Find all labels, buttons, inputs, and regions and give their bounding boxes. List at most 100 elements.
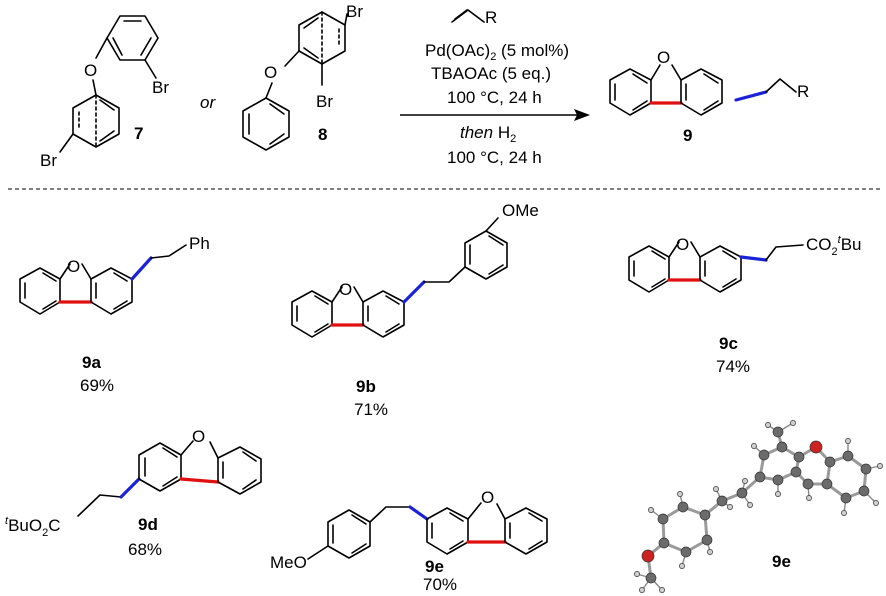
or-connector-text: or [200,93,216,112]
hydrogen-atom [845,438,851,444]
additive-text: TBAOAc (5 eq.) [431,64,551,83]
carbon-atom [860,463,872,475]
hydrogen-atom [765,422,771,428]
carbon-atom [772,426,784,438]
yield-9d: 68% [128,540,162,559]
product-9c-structure: O CO2tBu 9c 74% [628,234,861,376]
reaction-conditions: R Pd(OAc)2 (5 mol%) TBAOAc (5 eq.) 100 °… [400,8,590,167]
hydrogen-atom [648,507,654,513]
carbon-atom [658,537,670,549]
arrow-head [574,109,590,121]
yield-9b: 71% [354,400,388,419]
hydrogen-atom [877,463,883,469]
hydrogenation-text: then H2 [460,123,516,145]
methoxy-label: OMe [502,201,539,220]
new-alkyl-bond [119,477,141,499]
compound-9a-label: 9a [82,353,101,372]
new-alkyl-bond [408,505,429,521]
methoxy-label: MeO [270,553,307,572]
hydrogen-atom [659,587,665,593]
ester-label: tBuO2C [5,515,61,539]
carbon-atom [754,471,766,483]
ester-label: CO2tBu [806,234,861,258]
furan-oxygen-label: O [676,235,689,254]
crystal-structure-label: 9e [772,552,791,571]
hydrogen-atom [742,478,748,484]
hydrogen-atom [747,502,753,508]
carbon-atom [699,509,711,521]
carbon-atom [821,478,833,490]
carbon-atom [790,466,802,478]
ether-oxygen-label: O [264,63,277,82]
carbon-atom [680,546,692,558]
bromo-atom-label: Br [316,92,333,111]
compound-9c-label: 9c [719,334,738,353]
new-cc-bond [179,477,220,484]
carbon-atom [840,492,852,504]
carbon-atom [793,451,805,463]
hydrogen-atom [713,486,719,492]
hydrogen-atom [841,510,847,516]
hydrogen-atom [790,420,796,426]
hydrogen-atom [677,491,683,497]
yield-9c: 74% [716,357,750,376]
hydrogen-atom [707,549,713,555]
hydrogen-atom [639,587,645,593]
catalyst-text: Pd(OAc)2 (5 mol%) [425,41,569,63]
carbon-atom [701,534,713,546]
furan-oxygen-label: O [67,257,80,276]
compound-9-label: 9 [683,126,692,145]
new-alkyl-bond [734,90,768,102]
carbon-atom [842,450,854,462]
product-9a-structure: O Ph 9a 69% [19,234,210,395]
hydrogen-atom [775,491,781,497]
carbon-atom [716,495,728,507]
furan-oxygen-label: O [339,280,352,299]
product-r-group-label: R [797,82,809,101]
compound-9e-label: 9e [425,557,444,576]
temperature-time-text: 100 °C, 24 h [447,148,542,167]
carbon-atom [758,449,770,461]
furan-oxygen-label: O [481,488,494,507]
product-9-structure: O R 9 [609,48,809,145]
carbon-atom [858,485,870,497]
bromo-atom-label: Br [346,2,363,21]
temperature-time-text: 100 °C, 24 h [447,88,542,107]
carbon-atom [772,474,784,486]
bromo-atom-label: Br [152,78,169,97]
crystal-structure-model [634,420,883,593]
hydrogen-atom [873,500,879,506]
olefin-r-group-label: R [485,8,497,27]
hydrogen-atom [727,504,733,510]
yield-9a: 69% [80,376,114,395]
product-9d-structure: tBuO2C O 9d 68% [5,427,262,559]
oxygen-atom [641,549,655,563]
new-alkyl-bond [739,255,768,262]
hydrogen-atom [751,443,757,449]
carbon-atom [736,487,748,499]
compound-9d-label: 9d [138,515,158,534]
yield-9e: 70% [423,575,457,594]
carbon-atom [677,501,689,513]
new-alkyl-bond [130,256,153,281]
carbon-atom [776,441,788,453]
oxygen-atom [809,440,823,454]
furan-oxygen-label: O [657,48,670,67]
carbon-atom [824,456,836,468]
compound-7-structure: Br O Br 7 [40,15,169,170]
product-9b-structure: O OMe 9b 71% [291,201,539,419]
furan-oxygen-label: O [192,427,205,446]
compound-9b-label: 9b [356,377,376,396]
hydrogen-atom [679,563,685,569]
carbon-atom [657,513,669,525]
hydrogen-atom [634,571,640,577]
new-alkyl-bond [402,280,426,304]
bromo-atom-label: Br [40,151,57,170]
carbon-atom [645,572,657,584]
carbon-atom [802,478,814,490]
compound-8-structure: Br Br O 8 [242,2,363,151]
compound-7-label: 7 [134,124,143,143]
product-9e-structure: MeO O 9e 70% [270,488,548,594]
